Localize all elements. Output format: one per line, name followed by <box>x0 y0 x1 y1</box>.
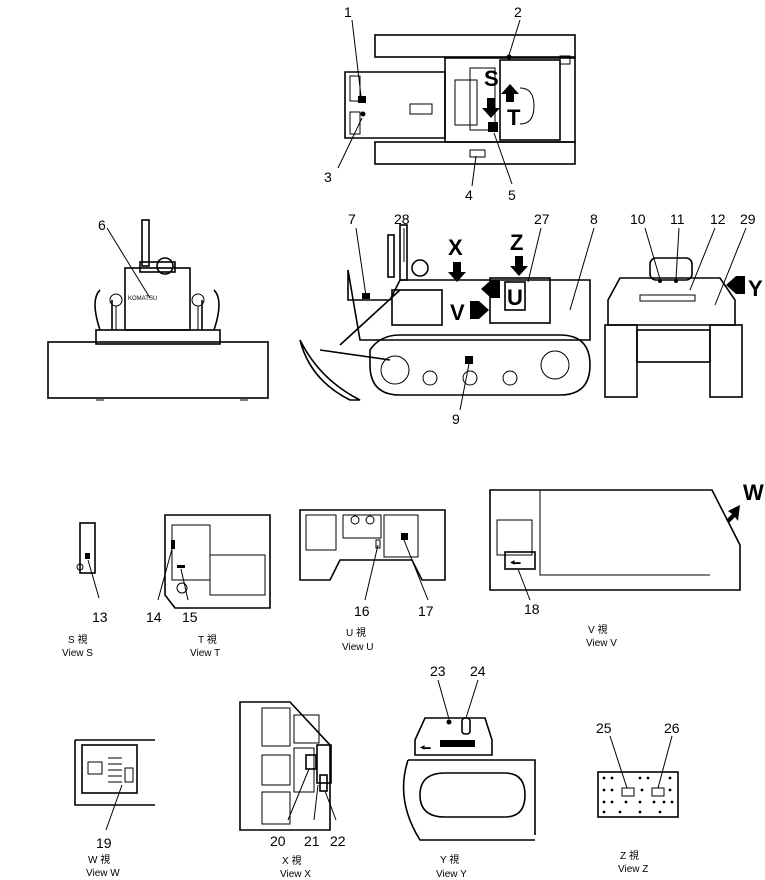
callout-4: 4 <box>465 187 473 203</box>
caption-x-jp: X 視 <box>282 854 301 867</box>
callout-27: 27 <box>534 211 550 227</box>
view-letter-t: T <box>507 105 521 130</box>
callout-17: 17 <box>418 603 434 619</box>
caption-y-en: View Y <box>436 869 467 880</box>
caption-y-jp: Y 視 <box>440 853 459 866</box>
view-letter-v: V <box>450 300 465 325</box>
caption-v-en: View V <box>586 638 617 649</box>
caption-u-jp: U 視 <box>346 626 366 639</box>
svg-text:◀▬: ◀▬ <box>420 745 431 751</box>
callout-23: 23 <box>430 663 446 679</box>
callout-20: 20 <box>270 833 286 849</box>
rear-view: Y 10 11 12 29 <box>604 211 763 398</box>
caption-s-en: View S <box>62 648 93 659</box>
view-letter-w: W <box>743 480 764 505</box>
view-letter-x: X <box>448 235 463 260</box>
callout-29: 29 <box>740 211 756 227</box>
caption-z-en: View Z <box>618 864 648 875</box>
view-s: 13 S 視 View S <box>62 522 108 659</box>
side-view: X Z V U 7 28 27 8 9 <box>299 211 598 427</box>
view-x: 20 21 22 X 視 View X <box>239 701 346 880</box>
callout-10: 10 <box>630 211 646 227</box>
caption-t-en: View T <box>190 648 220 659</box>
view-v: ◀▬ W 18 V 視 View V <box>489 480 764 649</box>
callout-6: 6 <box>98 217 106 233</box>
view-y: ◀▬ 23 24 Y 視 View Y <box>402 663 536 880</box>
view-z: 25 26 Z 視 View Z <box>596 720 680 875</box>
callout-2: 2 <box>514 4 522 20</box>
view-letter-y: Y <box>748 276 763 301</box>
callout-16: 16 <box>354 603 370 619</box>
view-letter-z: Z <box>510 230 523 255</box>
callout-8: 8 <box>590 211 598 227</box>
callout-5: 5 <box>508 187 516 203</box>
callout-14: 14 <box>146 609 162 625</box>
callout-11: 11 <box>670 211 685 227</box>
callout-7: 7 <box>348 211 356 227</box>
view-u: 16 17 U 視 View U <box>299 509 446 653</box>
front-view: KOMATSU 6 <box>47 217 269 401</box>
callout-21: 21 <box>304 833 320 849</box>
top-view: S T 1 2 3 4 5 <box>324 4 576 203</box>
brand-label: KOMATSU <box>128 296 157 302</box>
callout-19: 19 <box>96 835 112 851</box>
svg-text:◀▬: ◀▬ <box>510 560 521 566</box>
caption-v-jp: V 視 <box>588 623 607 636</box>
view-letter-u: U <box>507 285 523 310</box>
caption-t-jp: T 視 <box>198 633 217 646</box>
caption-z-jp: Z 視 <box>620 849 639 862</box>
callout-24: 24 <box>470 663 486 679</box>
callout-12: 12 <box>710 211 726 227</box>
callout-13: 13 <box>92 609 108 625</box>
callout-18: 18 <box>524 601 540 617</box>
callout-22: 22 <box>330 833 346 849</box>
caption-w-jp: W 視 <box>88 853 110 866</box>
view-t: 14 15 T 視 View T <box>146 514 271 659</box>
callout-15: 15 <box>182 609 198 625</box>
callout-9: 9 <box>452 411 460 427</box>
view-letter-s: S <box>484 66 499 91</box>
caption-u-en: View U <box>342 642 374 653</box>
caption-s-jp: S 視 <box>68 633 87 646</box>
caption-w-en: View W <box>86 868 120 879</box>
callout-1: 1 <box>344 4 352 20</box>
callout-25: 25 <box>596 720 612 736</box>
callout-3: 3 <box>324 169 332 185</box>
callout-28: 28 <box>394 211 410 227</box>
caption-x-en: View X <box>280 869 311 880</box>
callout-26: 26 <box>664 720 680 736</box>
view-w: 19 W 視 View W <box>74 739 155 879</box>
